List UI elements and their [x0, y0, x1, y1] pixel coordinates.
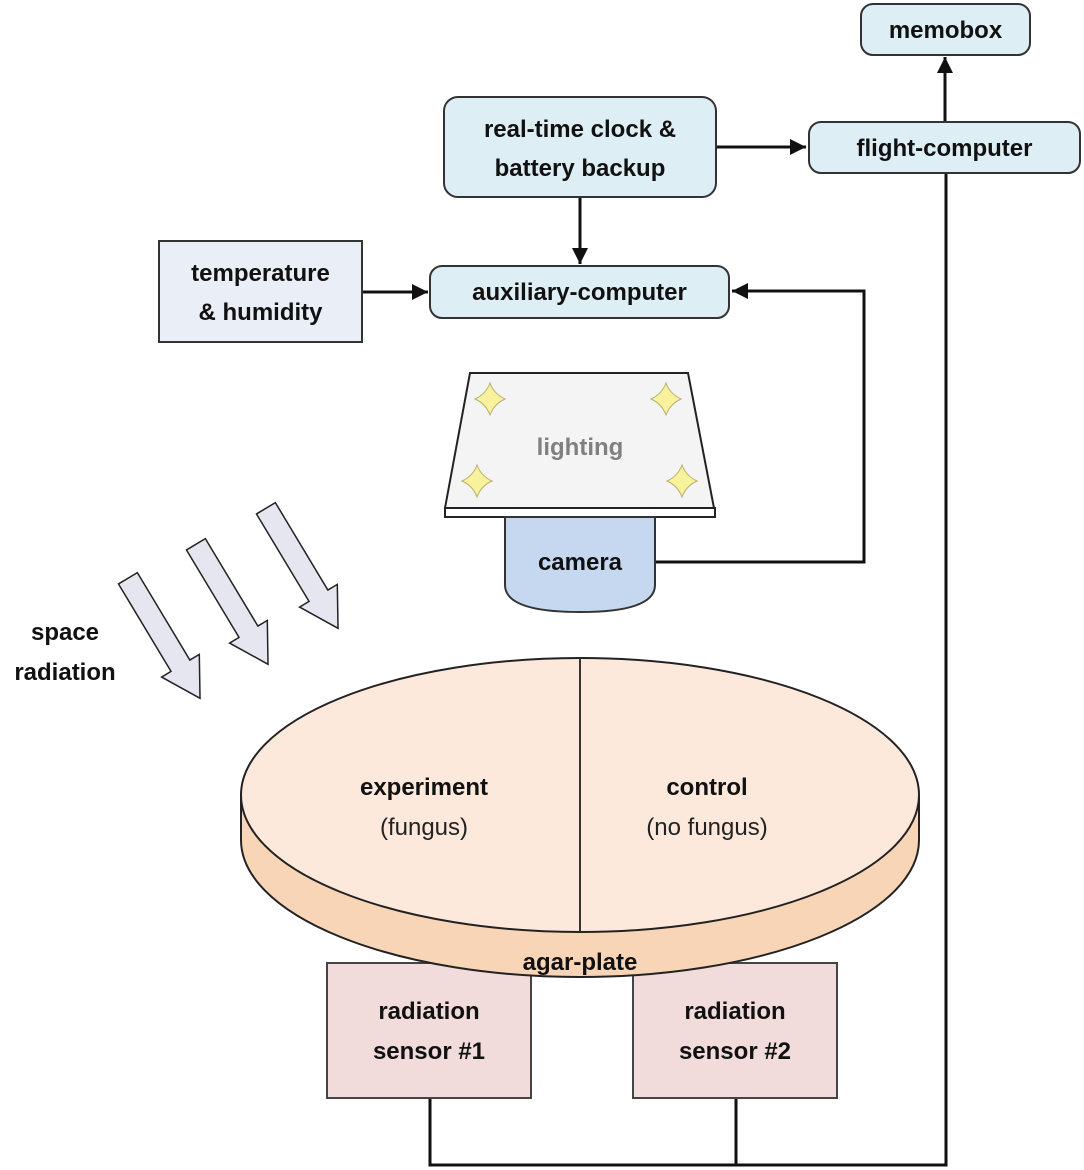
radiation-arrow [255, 501, 339, 630]
space-radiation-label-line1: space [31, 619, 99, 646]
sensor2-label-line1: radiation [684, 998, 785, 1025]
flight-computer-box[interactable] [808, 121, 1081, 174]
sensor2-box[interactable] [632, 962, 838, 1099]
agar-plate-node[interactable]: experiment (fungus) control (no fungus) … [240, 657, 920, 978]
temp-humidity-node[interactable]: temperature & humidity [158, 240, 363, 343]
sensor1-box[interactable] [326, 962, 532, 1099]
rtc-label-line2: battery backup [495, 155, 666, 182]
sensor2-label-line2: sensor #2 [679, 1038, 791, 1065]
camera-label: camera [538, 549, 623, 576]
space-radiation-group: space radiation [14, 501, 339, 700]
temp-humidity-label-line1: temperature [191, 260, 330, 287]
lighting-node[interactable]: lighting [443, 372, 716, 518]
temp-humidity-label-line2: & humidity [199, 299, 324, 326]
flight-computer-label: flight-computer [857, 135, 1033, 162]
rtc-label-line1: real-time clock & [484, 116, 676, 143]
star-icon [473, 381, 507, 417]
temp-humidity-box[interactable] [158, 240, 363, 343]
lighting-panel[interactable] [443, 372, 716, 509]
experiment-subtitle: (fungus) [380, 814, 468, 841]
experiment-title: experiment [360, 774, 488, 801]
memobox-box[interactable] [860, 3, 1031, 56]
edge-sensor1-bus [428, 173, 948, 1167]
space-radiation-label-line2: radiation [14, 659, 115, 686]
lighting-label: lighting [537, 434, 624, 461]
star-icon [649, 381, 683, 417]
edge-camera-to-aux-computer [655, 283, 866, 564]
agar-plate-label: agar-plate [523, 949, 638, 976]
memobox-node[interactable]: memobox [860, 3, 1031, 56]
flight-computer-node[interactable]: flight-computer [808, 121, 1081, 174]
control-title: control [666, 774, 747, 801]
sensor1-node[interactable]: radiation sensor #1 [326, 962, 532, 1099]
aux-computer-label: auxiliary-computer [472, 279, 687, 306]
radiation-arrow [185, 537, 269, 666]
star-icon [665, 463, 699, 499]
control-subtitle: (no fungus) [646, 814, 767, 841]
star-icon [460, 463, 494, 499]
memobox-label: memobox [889, 17, 1003, 44]
aux-computer-box[interactable] [429, 265, 730, 319]
sensor1-label-line1: radiation [378, 998, 479, 1025]
sensor2-node[interactable]: radiation sensor #2 [632, 962, 838, 1099]
camera-node[interactable]: camera [504, 516, 656, 614]
aux-computer-node[interactable]: auxiliary-computer [429, 265, 730, 319]
sensor1-label-line2: sensor #1 [373, 1038, 485, 1065]
lighting-base [444, 507, 716, 518]
radiation-arrow [117, 571, 201, 700]
rtc-box[interactable] [443, 96, 717, 198]
rtc-node[interactable]: real-time clock & battery backup [443, 96, 717, 198]
connectors [362, 57, 953, 1167]
camera-body[interactable] [504, 516, 656, 614]
